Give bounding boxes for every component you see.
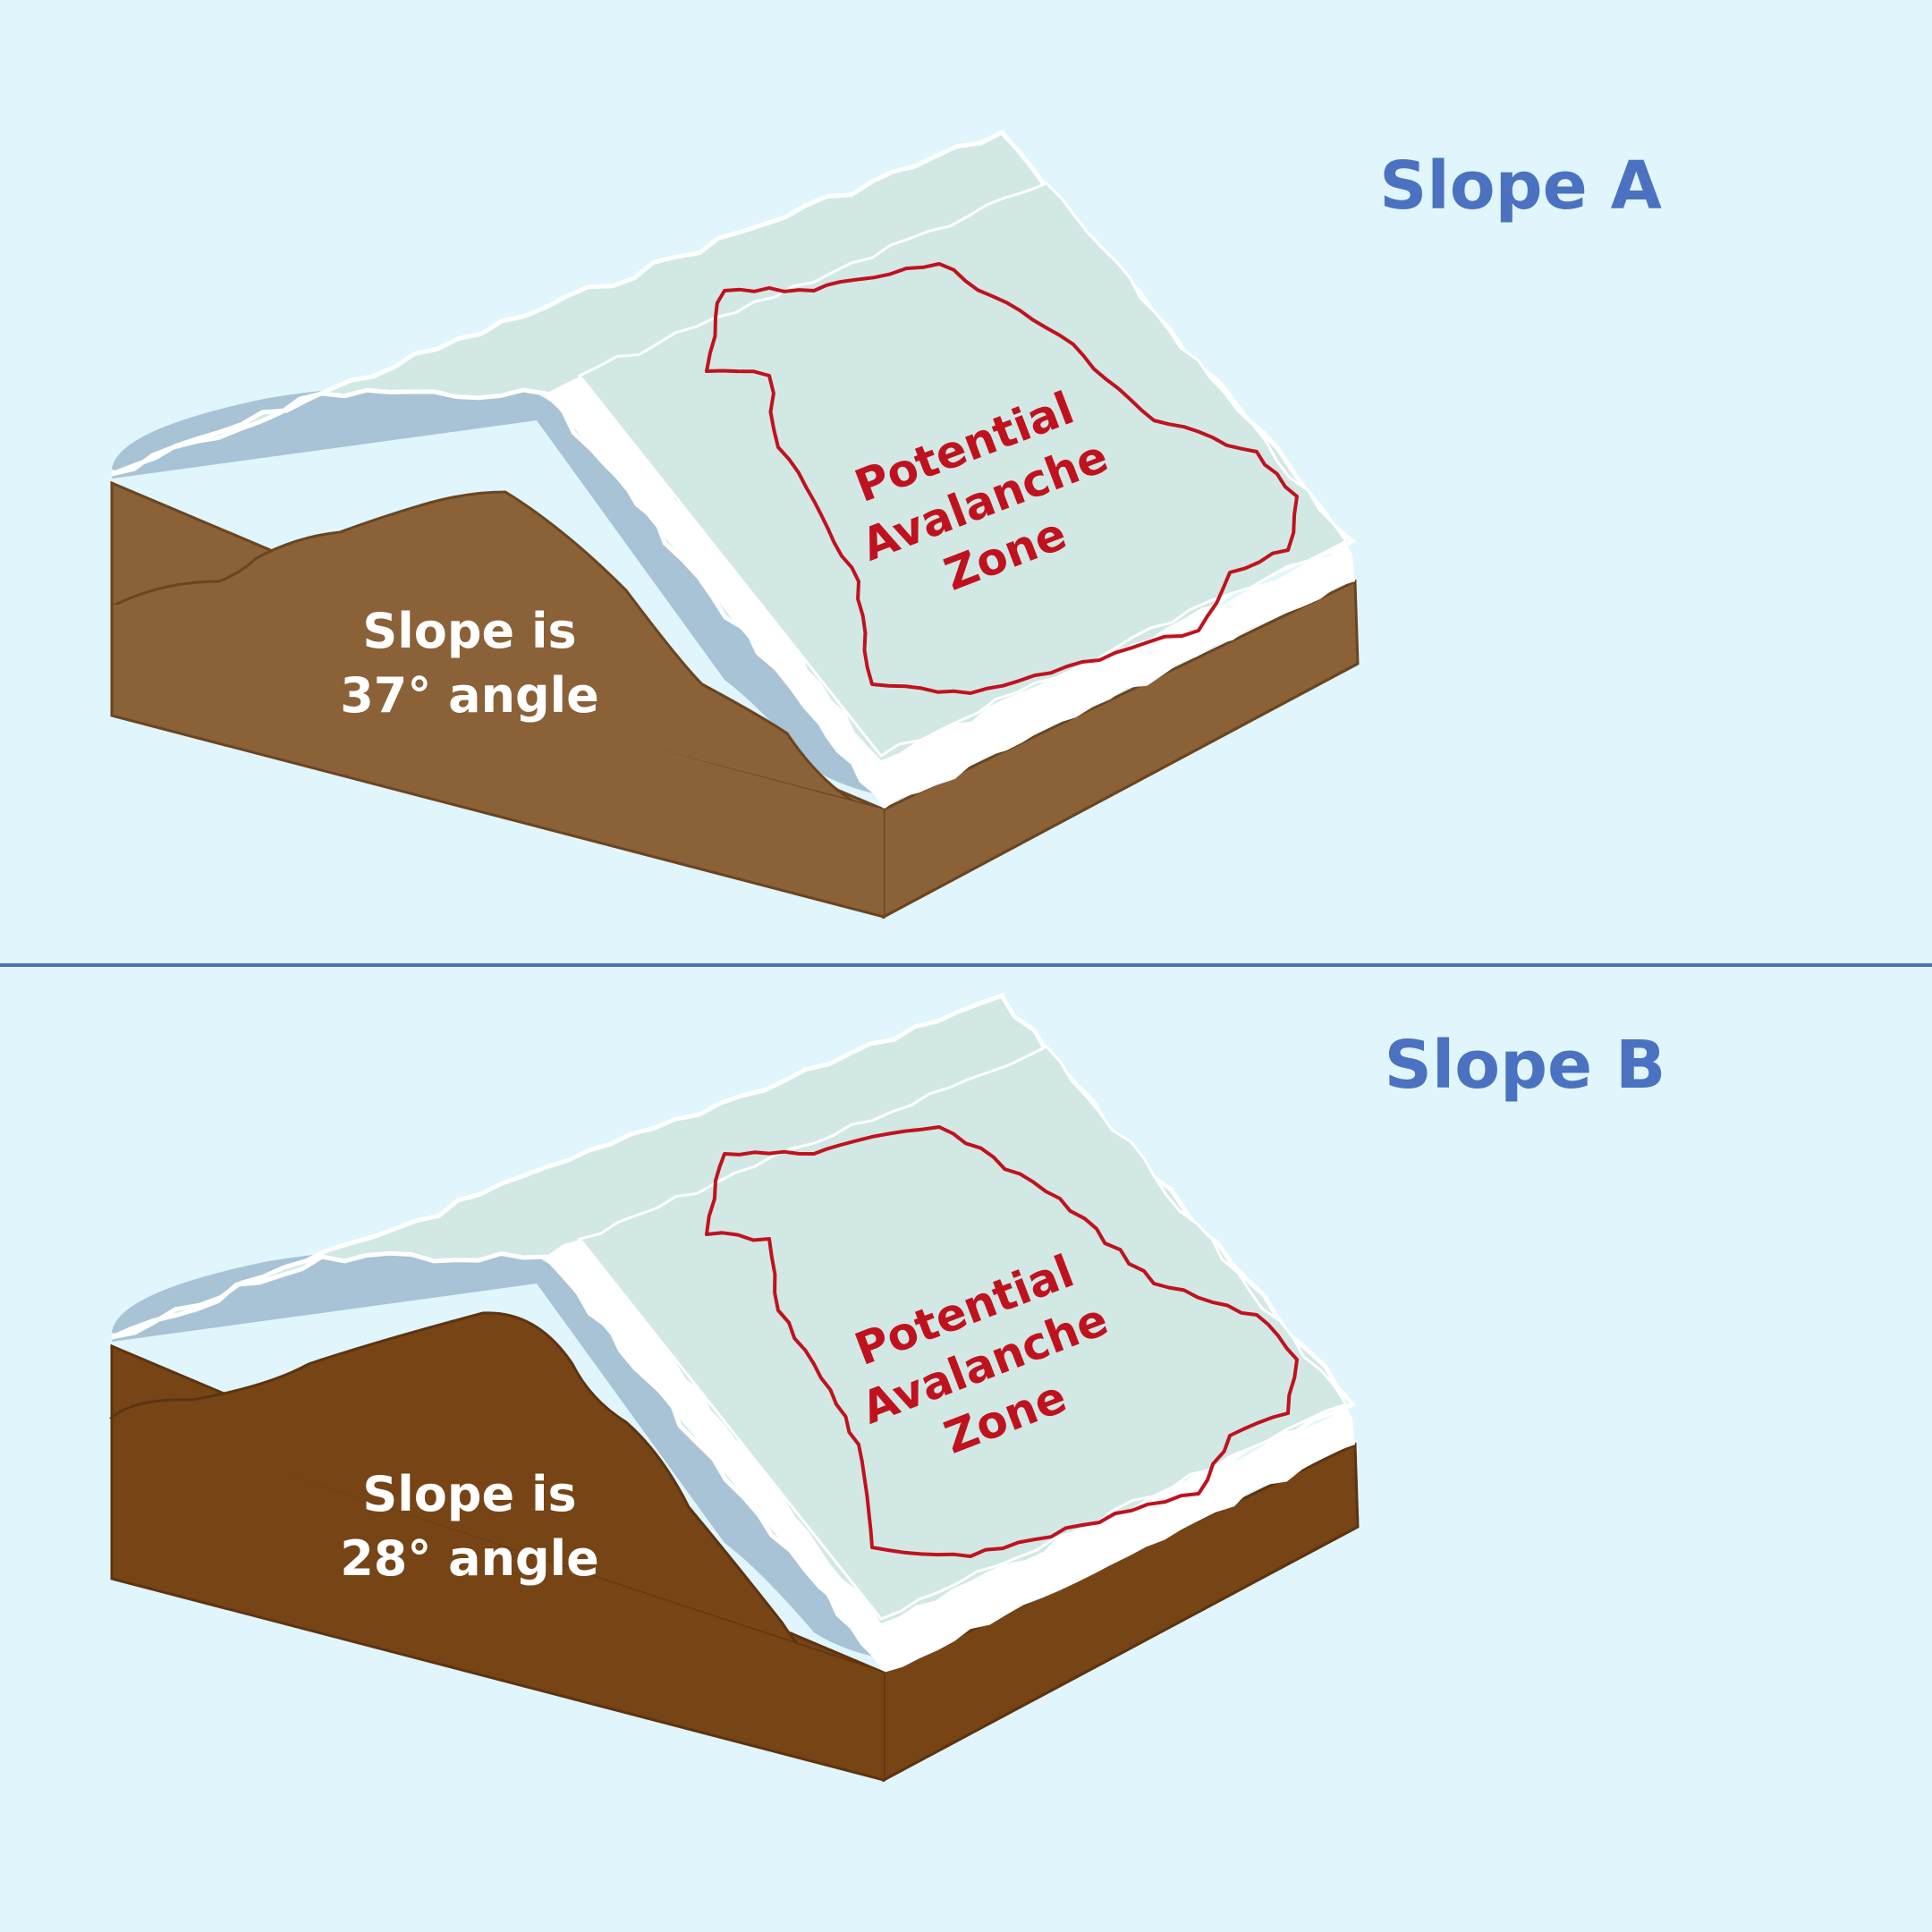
ground-bottom-edge xyxy=(110,1416,1359,1782)
ground-hill-profile xyxy=(109,1311,886,1682)
ground-hill-body xyxy=(112,604,884,917)
ground-hill-profile xyxy=(110,490,886,816)
slope-angle-label-line: 28° angle xyxy=(340,1530,599,1587)
avalanche-zone-outline xyxy=(705,262,1299,695)
slope-angle-label-line: 37° angle xyxy=(340,667,599,724)
slope-title: Slope A xyxy=(1379,148,1662,225)
slope-angle-label: Slope is 28° angle xyxy=(340,1466,599,1587)
ground-bottom-edge xyxy=(110,604,1359,919)
slope-angle-label-line: Slope is xyxy=(362,603,576,659)
slope-title: Slope B xyxy=(1385,1027,1666,1104)
slope-angle-label-line: Slope is xyxy=(362,1466,576,1522)
avalanche-zone-outline xyxy=(705,1125,1299,1558)
ground-hill-body xyxy=(112,1416,884,1780)
slope-angle-label: Slope is 37° angle xyxy=(340,603,599,724)
